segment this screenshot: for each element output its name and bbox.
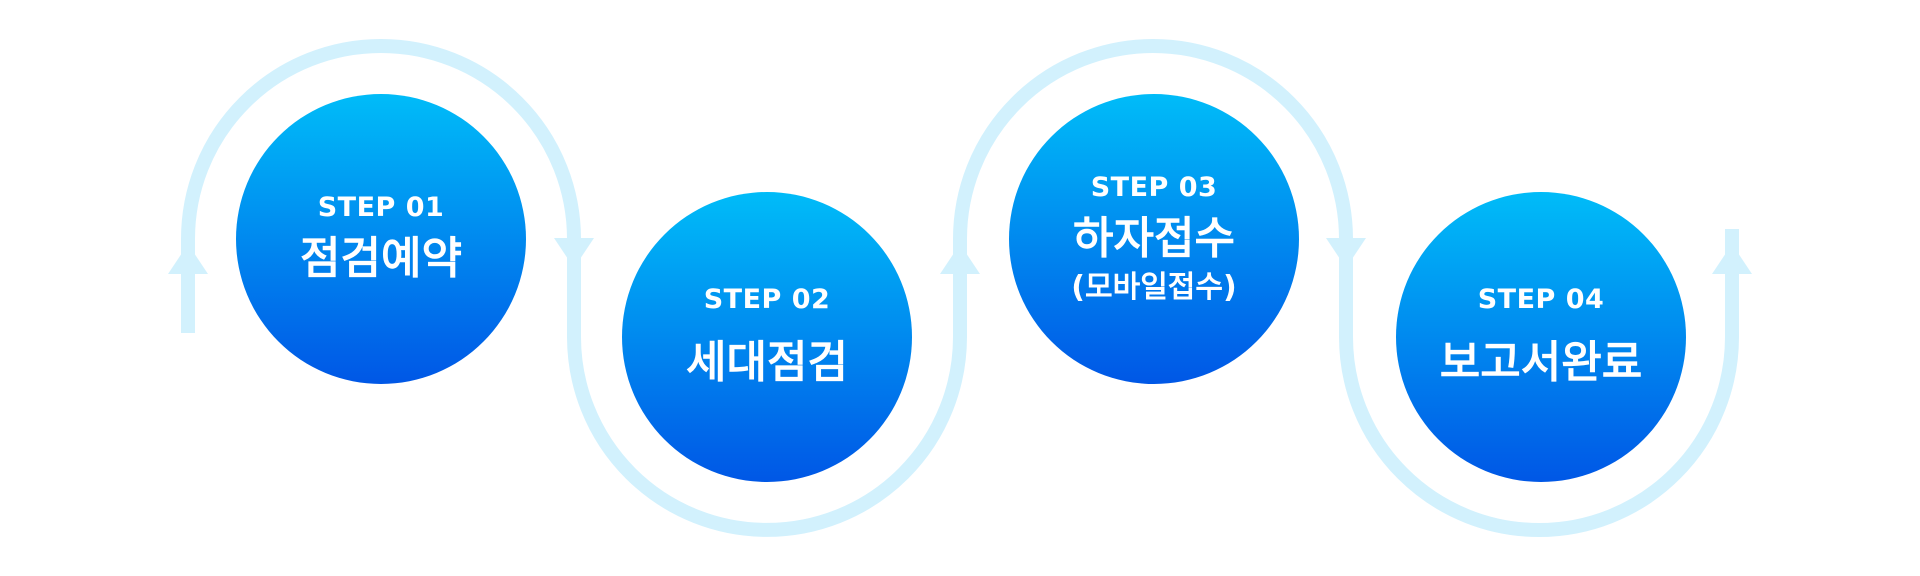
step-title: 세대점검 <box>686 337 848 389</box>
arrow-down-icon <box>1326 238 1366 268</box>
step-title: 보고서완료 <box>1439 337 1643 389</box>
step-title: 하자접수 <box>1073 212 1235 264</box>
arrow-up-icon <box>940 244 980 274</box>
connector-line <box>181 39 1739 537</box>
step-label: STEP 04 <box>1477 284 1605 316</box>
arrow-up-icon <box>168 244 208 274</box>
step-title: 점검예약 <box>300 233 462 285</box>
step-subtitle: (모바일접수) <box>1071 270 1237 306</box>
step-label: STEP 03 <box>1090 171 1218 203</box>
arrow-up-icon <box>1712 244 1752 274</box>
step-circle-1: STEP 01 점검예약 <box>236 94 526 384</box>
step-circle-4: STEP 04 보고서완료 <box>1396 192 1686 482</box>
step-circle-3: STEP 03 하자접수 (모바일접수) <box>1009 94 1299 384</box>
step-label: STEP 01 <box>317 192 445 224</box>
arrow-down-icon <box>554 238 594 268</box>
step-circle-2: STEP 02 세대점검 <box>622 192 912 482</box>
step-label: STEP 02 <box>703 284 831 316</box>
